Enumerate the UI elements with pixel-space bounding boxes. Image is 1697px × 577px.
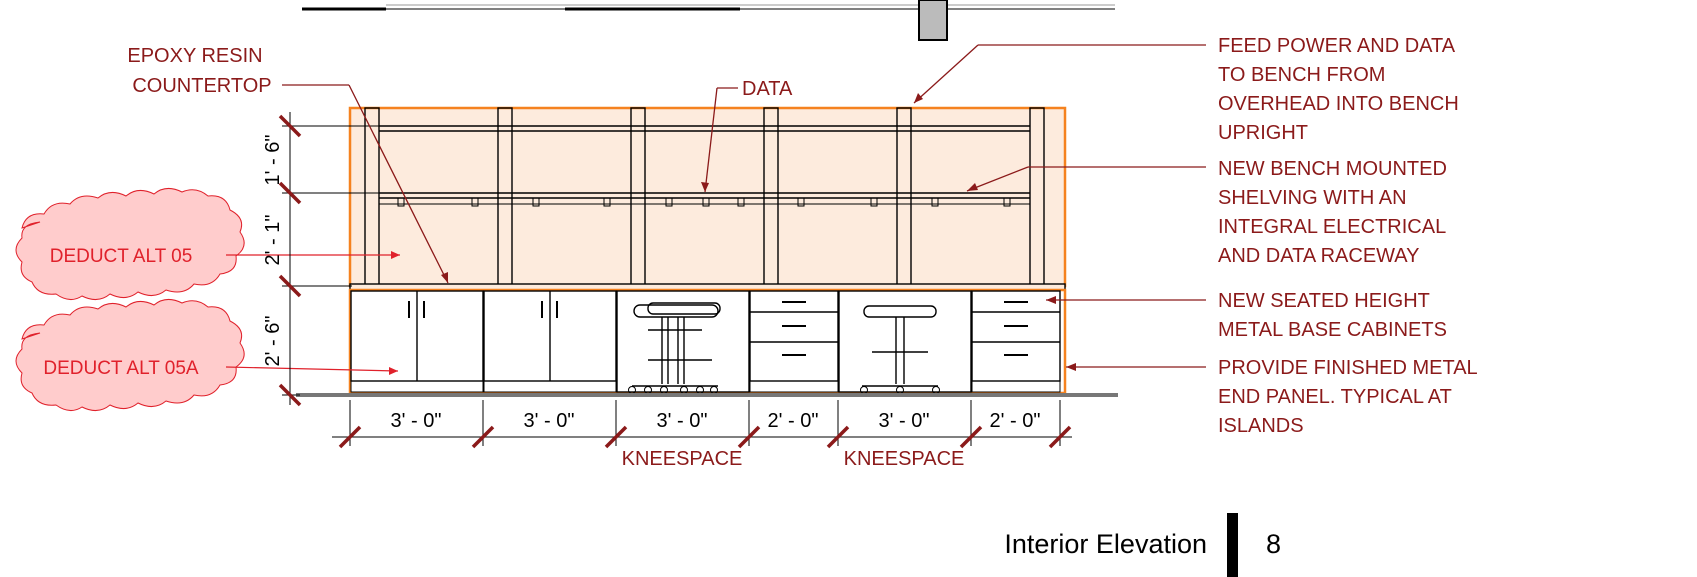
stool-group-1 xyxy=(628,302,721,394)
deduct-alt-05a-cloud xyxy=(15,299,245,411)
dim-upper-shelf: 1' - 6" xyxy=(262,135,284,186)
note-data: DATA xyxy=(742,78,793,100)
svg-text:NEW BENCH MOUNTED: NEW BENCH MOUNTED xyxy=(1218,158,1447,180)
drawer-cabinet-2 xyxy=(971,290,1061,393)
svg-text:NEW SEATED HEIGHT: NEW SEATED HEIGHT xyxy=(1218,290,1430,312)
svg-text:UPRIGHT: UPRIGHT xyxy=(1218,122,1308,144)
svg-text:AND DATA RACEWAY: AND DATA RACEWAY xyxy=(1218,245,1420,267)
deduct-alt-05-label: DEDUCT ALT 05 xyxy=(50,246,193,267)
dim-kneespace-1: 3' - 0" xyxy=(657,410,708,432)
kneespace-1 xyxy=(616,290,750,393)
svg-text:COUNTERTOP: COUNTERTOP xyxy=(132,75,271,97)
dim-kneespace-2: 3' - 0" xyxy=(879,410,930,432)
svg-text:PROVIDE FINISHED METAL: PROVIDE FINISHED METAL xyxy=(1218,357,1478,379)
drawer-cabinet-1 xyxy=(749,290,839,393)
ceiling-lines xyxy=(302,0,1115,41)
upper-shelving-area xyxy=(348,106,1067,288)
dim-base-height: 2' - 6" xyxy=(262,316,284,367)
horizontal-dimension-string xyxy=(332,400,1072,449)
kneespace-label-1: KNEESPACE xyxy=(622,448,743,470)
svg-text:INTEGRAL ELECTRICAL: INTEGRAL ELECTRICAL xyxy=(1218,216,1446,238)
top-shelf xyxy=(379,125,1030,132)
svg-text:OVERHEAD INTO BENCH: OVERHEAD INTO BENCH xyxy=(1218,93,1459,115)
svg-text:EPOXY RESIN: EPOXY RESIN xyxy=(127,45,262,67)
dim-drawer-1: 2' - 0" xyxy=(768,410,819,432)
note-shelving: NEW BENCH MOUNTED SHELVING WITH AN INTEG… xyxy=(1218,158,1447,267)
title-divider xyxy=(1227,513,1238,577)
note-end-panel: PROVIDE FINISHED METAL END PANEL. TYPICA… xyxy=(1218,357,1478,437)
dim-drawer-2: 2' - 0" xyxy=(990,410,1041,432)
door-cabinet-1 xyxy=(350,290,484,393)
svg-text:FEED POWER AND DATA: FEED POWER AND DATA xyxy=(1218,35,1456,57)
dim-cabinet-2: 3' - 0" xyxy=(524,410,575,432)
raceway-outlets xyxy=(397,197,1011,207)
svg-text:TO BENCH FROM: TO BENCH FROM xyxy=(1218,64,1385,86)
dim-cabinet-1: 3' - 0" xyxy=(391,410,442,432)
door-cabinet-2 xyxy=(483,290,617,393)
view-title-block: Interior Elevation 8 xyxy=(1004,513,1281,577)
note-leaders xyxy=(282,44,1206,371)
view-title: Interior Elevation xyxy=(1004,529,1207,559)
note-feed-power: FEED POWER AND DATA TO BENCH FROM OVERHE… xyxy=(1218,35,1459,144)
stool-2 xyxy=(860,305,940,394)
svg-text:ISLANDS: ISLANDS xyxy=(1218,415,1304,437)
cloud-leaders xyxy=(225,251,400,375)
deduct-alt-05a-label: DEDUCT ALT 05A xyxy=(43,358,199,379)
vertical-dimension-string xyxy=(278,112,380,407)
deduct-alt-05-cloud xyxy=(15,188,245,300)
kneespace-2 xyxy=(838,290,972,393)
svg-text:METAL BASE CABINETS: METAL BASE CABINETS xyxy=(1218,319,1447,341)
kneespace-label-2: KNEESPACE xyxy=(844,448,965,470)
svg-text:END PANEL. TYPICAL AT: END PANEL. TYPICAL AT xyxy=(1218,386,1452,408)
view-number: 8 xyxy=(1266,529,1281,559)
svg-text:SHELVING WITH AN: SHELVING WITH AN xyxy=(1218,187,1407,209)
note-base-cabinets: NEW SEATED HEIGHT METAL BASE CABINETS xyxy=(1218,290,1447,341)
dim-middle-shelf: 2' - 1" xyxy=(262,215,284,266)
note-countertop: EPOXY RESIN COUNTERTOP xyxy=(127,45,271,97)
